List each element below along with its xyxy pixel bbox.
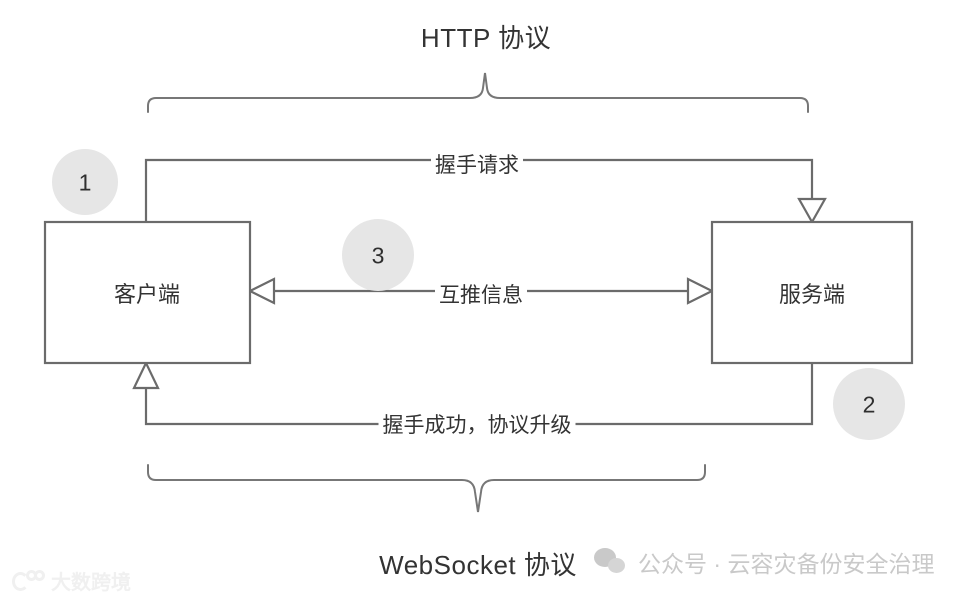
dashuwang-logo-icon: [12, 569, 45, 592]
edge-mutual-push-arrowhead-left: [247, 277, 276, 305]
edge-handshake-success-arrowhead: [132, 360, 160, 390]
watermark-right: 公众号 · 云容灾备份安全治理: [594, 545, 934, 579]
edge-mutual-push-arrowhead-right: [686, 277, 715, 305]
watermark-right-text: 公众号 · 云容灾备份安全治理: [638, 551, 935, 577]
node-client-label: 客户端: [113, 282, 181, 307]
node-server-label: 服务端: [778, 282, 846, 307]
step-3-circle: [342, 219, 414, 291]
edge-handshake-success-label: 握手成功，协议升级: [378, 409, 576, 439]
step-1-label: 1: [78, 169, 92, 196]
edge-mutual-push-label: 互推信息: [435, 279, 527, 309]
top-title: HTTP 协议: [420, 23, 552, 53]
edge-handshake-request-arrowhead: [797, 197, 827, 225]
watermark-left-text: 大数跨境: [51, 572, 131, 594]
bottom-title: WebSocket 协议: [379, 550, 577, 580]
step-1-circle: [52, 149, 118, 215]
node-client-box[interactable]: [43, 220, 252, 365]
top-brace: [147, 72, 809, 113]
edge-handshake-request-label: 握手请求: [431, 149, 523, 179]
wechat-icon: [594, 548, 628, 576]
step-3-label: 3: [371, 242, 385, 269]
step-2-circle: [833, 368, 905, 440]
watermark-left: 大数跨境: [12, 566, 131, 595]
node-server-box[interactable]: [710, 220, 914, 365]
bottom-brace: [147, 464, 706, 513]
step-2-label: 2: [862, 391, 876, 418]
